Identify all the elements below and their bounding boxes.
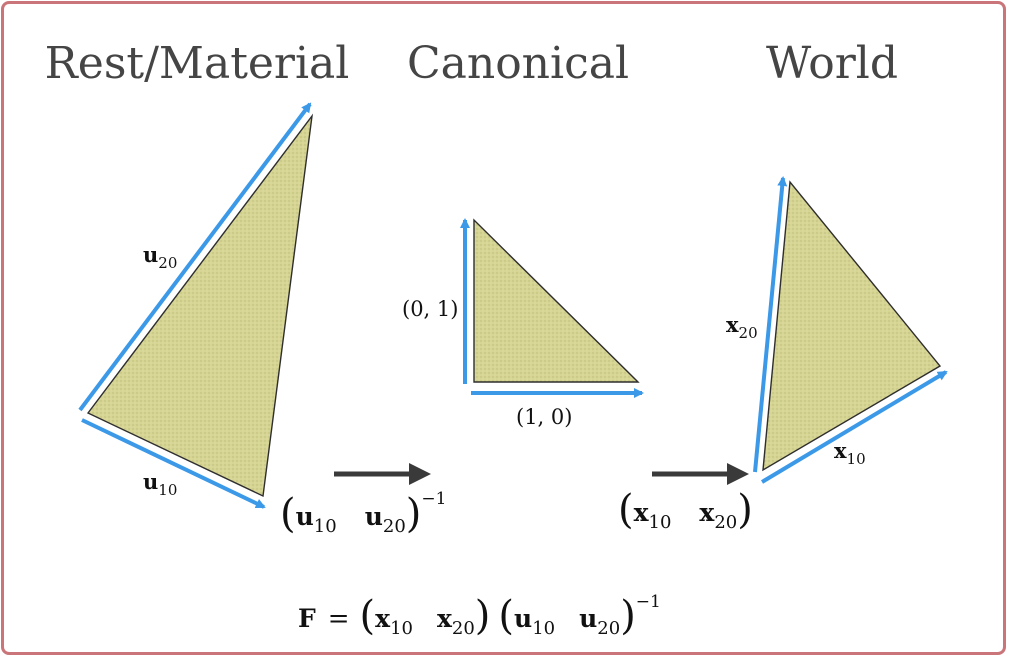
canonical-triangle (473, 218, 640, 383)
u20-label: u20 (143, 242, 177, 272)
u10-label: u10 (143, 469, 177, 499)
u20-edge-arrow (78, 102, 312, 412)
canonical-title: Canonical (407, 38, 629, 89)
world-title: World (766, 38, 898, 89)
rest-triangle (86, 113, 314, 498)
x20-edge-arrow (753, 176, 788, 473)
u10-edge-arrow (81, 418, 266, 509)
rest-material-title: Rest/Material (45, 38, 350, 89)
canonical-x-label: (1, 0) (516, 405, 572, 429)
x20-label: x20 (726, 312, 758, 342)
x10-label: x10 (834, 438, 866, 468)
x10-edge-arrow (760, 370, 948, 484)
canonical-y-label: (0, 1) (402, 297, 458, 321)
world-triangle (762, 180, 942, 472)
